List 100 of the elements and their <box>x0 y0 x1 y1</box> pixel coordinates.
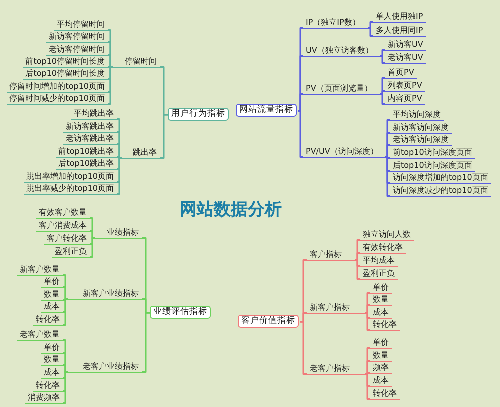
topic-label: 前top10停留时间长度 <box>22 56 108 68</box>
connector-line <box>380 90 385 95</box>
topic-label: 访问深度减少的top10页面 <box>390 184 492 196</box>
topic-label: 成本 <box>41 366 63 378</box>
connector-line <box>117 158 122 195</box>
topic-label: 平均访问深度 <box>390 108 444 120</box>
topic-label: 客户转化率 <box>44 232 90 244</box>
topic-label: 内容页PV <box>385 92 426 104</box>
topic-label: 转化率 <box>370 318 400 330</box>
connector-line <box>142 312 150 373</box>
connector-line <box>160 66 168 116</box>
topic-label: 前top10访问深度页面 <box>390 146 476 158</box>
connector-line <box>365 312 370 331</box>
topic-label: 老访客跳出率 <box>63 132 117 144</box>
connector-line <box>300 312 307 323</box>
topic-label: 老访客停留时间 <box>46 44 108 56</box>
connector-line <box>63 286 68 300</box>
connector-line <box>90 230 95 239</box>
topic-label: 业绩指标 <box>95 226 142 238</box>
topic-label: 新客户指标 <box>307 302 365 314</box>
topic-label: 成本 <box>41 300 63 312</box>
topic-label: 盈利正负 <box>52 246 90 258</box>
topic-box: 用户行为指标 <box>168 108 229 121</box>
topic-box: 业绩评估指标 <box>150 306 211 319</box>
topic-label: 平均跳出率 <box>71 108 117 120</box>
topic-label: 跳出率 <box>122 146 160 158</box>
topic-label: 停留时间增加的top10页面 <box>6 80 108 92</box>
connector-line <box>385 156 390 197</box>
connector-line <box>380 56 385 64</box>
connector-line <box>385 144 390 158</box>
topic-label: 平均停留时间 <box>54 18 108 30</box>
connector-line <box>368 28 373 37</box>
topic-label: 新访客跳出率 <box>63 120 117 132</box>
connector-line <box>368 22 373 29</box>
topic-label: 数量 <box>41 288 63 300</box>
topic-label: 老客户数量 <box>17 328 63 340</box>
connector-line <box>63 364 68 373</box>
topic-label: 老访客访问深度 <box>390 134 452 146</box>
topic-label: 新访客UV <box>385 38 426 50</box>
connector-line <box>298 110 303 158</box>
topic-label: 列表页PV <box>385 80 426 92</box>
topic-label: 新客户数量 <box>17 264 63 276</box>
topic-label: 成本 <box>370 306 392 318</box>
topic-label: 老访客UV <box>385 52 426 64</box>
connector-line <box>63 372 68 404</box>
topic-label: 数量 <box>370 294 392 306</box>
connector-line <box>355 252 360 261</box>
connector-line <box>108 66 113 68</box>
topic-label: 新访客停留时间 <box>46 30 108 42</box>
topic-label: 停留时间 <box>113 56 160 68</box>
topic-label: 有效客户数量 <box>36 206 90 218</box>
connector-line <box>142 298 150 314</box>
topic-label: 单人使用独IP <box>373 10 426 22</box>
connector-line <box>380 50 385 57</box>
connector-line <box>365 372 370 375</box>
connector-line <box>117 144 122 159</box>
topic-label: 老客户指标 <box>307 362 365 374</box>
topic-label: 客户消费成本 <box>36 220 90 232</box>
topic-label: 后top10跳出率 <box>56 158 117 170</box>
topic-label: 单价 <box>370 282 392 294</box>
connector-line <box>63 298 68 301</box>
topic-label: 成本 <box>370 374 392 386</box>
title: 网站数据分析 <box>180 199 282 221</box>
topic-label: 转化率 <box>33 314 63 326</box>
topic-label: 跳出率减少的top10页面 <box>24 182 117 194</box>
topic-label: 跳出率增加的top10页面 <box>24 170 117 182</box>
topic-label: 老客户业绩指标 <box>68 360 142 372</box>
topic-label: 多人使用同IP <box>373 24 426 36</box>
connector-line <box>90 238 95 258</box>
connector-line <box>355 260 360 280</box>
topic-label: 平均成本 <box>360 254 398 266</box>
topic-label: 转化率 <box>33 380 63 392</box>
connector-line <box>380 94 385 105</box>
connector-line <box>108 54 113 68</box>
topic-label: 单价 <box>41 276 63 288</box>
topic-label: 访问深度增加的top10页面 <box>390 172 492 184</box>
connector-line <box>160 114 168 159</box>
topic-box: 客户价值指标 <box>238 315 299 328</box>
topic-label: IP（独立IP数） <box>303 16 368 28</box>
topic-label: PV（页面浏览量） <box>303 82 380 94</box>
topic-label: 有效转化率 <box>360 242 406 254</box>
connector-line <box>365 360 370 375</box>
topic-label: 单价 <box>41 342 63 354</box>
topic-label: 客户指标 <box>307 248 355 260</box>
topic-label: 单价 <box>370 336 392 348</box>
topic-label: 首页PV <box>385 66 418 78</box>
connector-line <box>298 94 303 112</box>
topic-box: 网站流量指标 <box>236 104 297 117</box>
topic-label: 新访客访问深度 <box>390 122 452 134</box>
topic-label: 转化率 <box>370 388 400 400</box>
connector-line <box>108 66 113 105</box>
topic-label: 后top10访问深度页面 <box>390 160 476 172</box>
topic-label: 消费频率 <box>25 392 63 404</box>
topic-label: 前top10跳出率 <box>56 146 117 158</box>
connector-line <box>117 156 122 159</box>
connector-line <box>300 321 307 375</box>
topic-label: 数量 <box>370 350 392 362</box>
connector-line <box>63 298 68 326</box>
topic-label: 独立访问人数 <box>360 228 414 240</box>
connector-line <box>365 304 370 314</box>
